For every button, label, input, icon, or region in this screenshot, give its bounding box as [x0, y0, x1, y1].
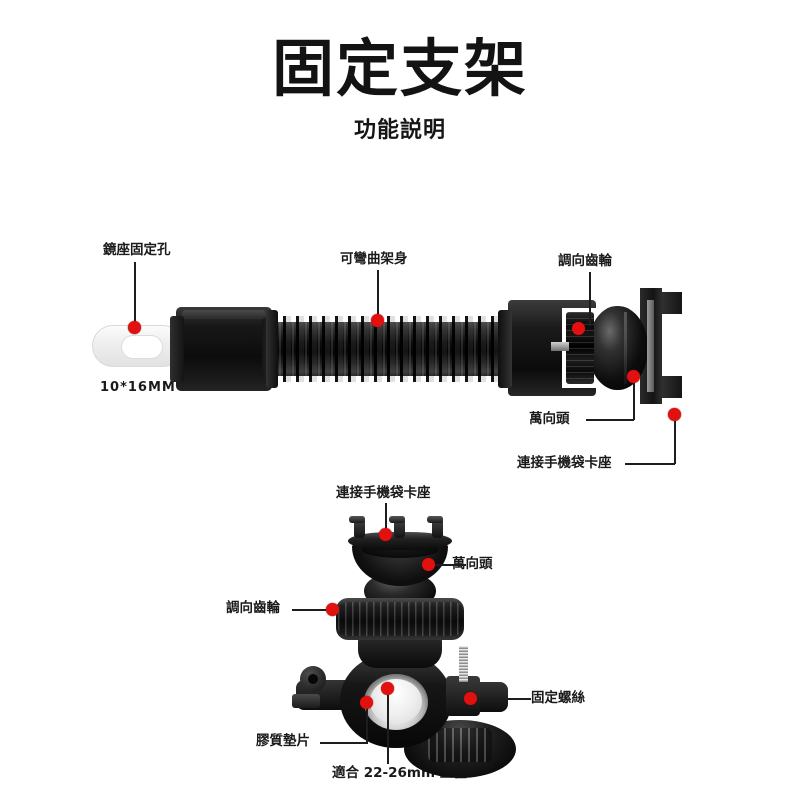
marker-phone-bag-mount-top	[668, 408, 681, 421]
leader-line-adjust-gear-bottom	[292, 609, 334, 611]
label-phone-bag-mount-bottom: 連接手機袋卡座	[336, 485, 431, 501]
cradle-rim-part	[348, 532, 452, 550]
adjust-gear-knob-part	[336, 598, 464, 640]
label-hole-size: 10*16MM	[100, 380, 176, 395]
label-adjust-gear-top: 調向齒輪	[558, 253, 612, 269]
label-phone-bag-mount-top: 連接手機袋卡座	[517, 455, 612, 471]
cradle-prong-right-part	[427, 516, 443, 538]
gear-screw-part	[551, 342, 569, 351]
leader-line-fixing-screw	[476, 698, 531, 700]
leader-line-rubber-pad-h	[320, 742, 368, 744]
page-subtitle: 功能説明	[353, 118, 446, 143]
marker-adjust-gear-bottom	[326, 603, 339, 616]
label-adjust-gear-bottom: 調向齒輪	[226, 600, 280, 616]
housing-collar-left-part	[170, 316, 184, 382]
leader-line-ball-head-bottom	[434, 564, 466, 566]
label-mirror-mount-hole: 鏡座固定孔	[103, 242, 171, 258]
clamp-hinge-ear-part	[300, 666, 326, 692]
mount-plate-tab-bottom-part	[662, 376, 682, 398]
gooseneck-cap-left-part	[266, 310, 278, 388]
label-rubber-pad: 膠質墊片	[256, 733, 310, 749]
leader-line-phone-bag-mount-top-h	[625, 463, 675, 465]
page-title: 固定支架	[271, 32, 528, 105]
mounting-hole-part	[121, 335, 163, 359]
flexible-gooseneck-part	[270, 316, 504, 382]
leader-line-phone-bag-mount-bottom	[385, 503, 387, 532]
label-ball-head-bottom: 萬向頭	[452, 556, 493, 572]
leader-line-adjust-gear-top	[589, 272, 591, 326]
marker-rubber-pad	[360, 696, 373, 709]
marker-mirror-mount-hole	[128, 321, 141, 334]
marker-ball-head-top	[627, 370, 640, 383]
gooseneck-cap-right-part	[498, 310, 512, 388]
marker-fit-diameter	[381, 682, 394, 695]
handlebar-mount-illustration: 連接手機袋卡座 萬向頭 調向齒輪 膠質墊片 適合 22-26mm 直徑 固定螺絲	[0, 470, 800, 800]
leader-line-ball-head-top-h	[586, 419, 634, 421]
gooseneck-ribs-part	[270, 316, 504, 382]
leader-line-phone-bag-mount-top-v	[674, 420, 676, 464]
label-fixing-screw: 固定螺絲	[531, 690, 585, 706]
marker-phone-bag-mount-bottom	[379, 528, 392, 541]
marker-ball-head-bottom	[422, 558, 435, 571]
mount-plate-rail-part	[647, 300, 654, 392]
cradle-prong-left-part	[349, 516, 365, 538]
marker-bendable-arm	[371, 314, 384, 327]
mount-plate-tab-top-part	[662, 292, 682, 314]
leader-line-mirror-mount-hole	[134, 262, 136, 326]
cradle-prong-mid-part	[389, 516, 405, 538]
leader-line-ball-head-top-v	[633, 382, 635, 420]
marker-adjust-gear-top	[572, 322, 585, 335]
clamp-plate-left-part	[292, 694, 320, 708]
gooseneck-mount-illustration: 鏡座固定孔 10*16MM 可彎曲架身 調向齒輪 萬向頭 連接手機袋卡座	[92, 242, 682, 471]
label-bendable-arm: 可彎曲架身	[340, 251, 408, 267]
label-ball-head-top: 萬向頭	[529, 411, 570, 427]
rubber-pad-part	[370, 679, 422, 724]
leader-line-bendable-arm	[377, 270, 379, 320]
housing-block-part	[176, 307, 272, 391]
leader-line-rubber-pad-v	[366, 704, 368, 743]
knob-grips-part	[428, 728, 492, 762]
fixing-screw-shaft-part	[459, 646, 468, 682]
marker-fixing-screw	[464, 692, 477, 705]
handlebar-clamp-ring-part	[340, 652, 452, 748]
leader-line-fit-diameter	[387, 692, 389, 764]
